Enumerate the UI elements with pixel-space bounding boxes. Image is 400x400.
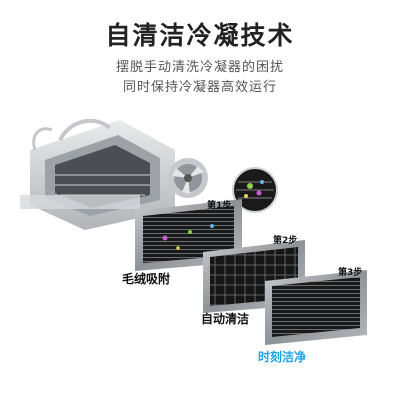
step-3-label: 时刻洁净 xyxy=(258,350,307,364)
step-1-label: 毛绒吸附 xyxy=(122,272,171,286)
page-title: 自清洁冷凝技术 xyxy=(105,21,295,50)
step-3-badge: 第3步 xyxy=(338,268,363,278)
subtitle-line-1: 摆脱手动清洗冷凝器的困扰 xyxy=(115,60,284,75)
fan-illustration xyxy=(168,158,208,198)
filter-panel-3 xyxy=(265,270,367,345)
step-1-badge: 第1步 xyxy=(207,201,232,211)
subtitle-line-2: 同时保持冷凝器高效运行 xyxy=(122,80,277,95)
step-2-label: 自动清洁 xyxy=(201,312,250,326)
step-2-badge: 第2步 xyxy=(273,236,298,246)
magnified-lint-icon xyxy=(232,167,278,213)
condenser-unit-illustration xyxy=(20,118,175,230)
